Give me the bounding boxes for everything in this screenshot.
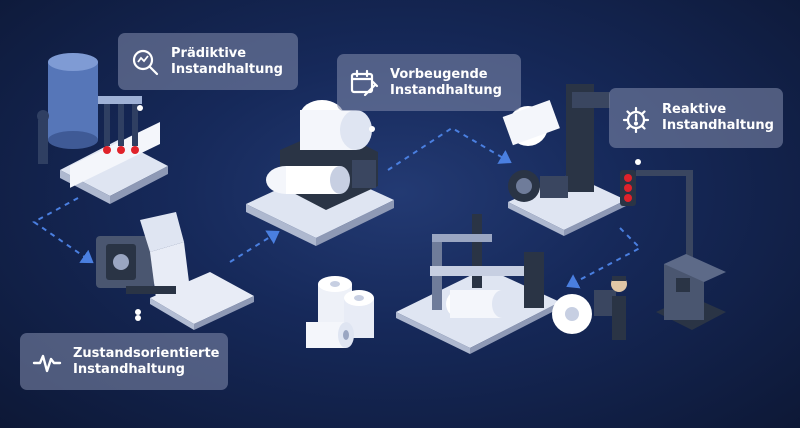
flow-arrows [32, 126, 642, 289]
callout-title: Prädiktive [171, 45, 247, 61]
rewinder-machine [396, 214, 560, 354]
operator-station [552, 276, 627, 340]
silo-machine [37, 53, 168, 204]
arrow-press-to-winder [387, 126, 512, 171]
calendar-wrench-icon [349, 68, 379, 98]
callout-subtitle: Instandhaltung [171, 61, 283, 77]
signal-tower [620, 159, 726, 330]
callout-condition-based-maintenance: Zustandsorientierte Instandhaltung [20, 333, 228, 390]
press-machine [246, 100, 394, 246]
callout-subtitle: Instandhaltung [662, 118, 774, 133]
gear-alert-icon [621, 103, 651, 133]
callout-predictive-maintenance: Prädiktive Instandhaltung [118, 33, 298, 90]
callout-title: Zustandsorientierte [73, 345, 220, 361]
shredder-machine [96, 212, 254, 330]
callout-reactive-maintenance: Reaktive Instandhaltung [609, 88, 783, 148]
pulse-wave-icon [32, 347, 62, 377]
callout-title: Reaktive [662, 102, 727, 117]
callout-subtitle: Instandhaltung [390, 82, 502, 98]
paper-rolls [306, 276, 374, 348]
callout-preventive-maintenance: Vorbeugende Instandhaltung [337, 54, 521, 111]
arrow-silo-to-shredder [32, 197, 94, 264]
callout-subtitle: Instandhaltung [73, 361, 185, 377]
predictive-analytics-icon [130, 47, 160, 77]
callout-title: Vorbeugende [390, 66, 488, 82]
condition-marker [135, 315, 141, 321]
arrow-winder-to-rewinder [566, 227, 642, 289]
winder-machine [502, 84, 626, 236]
arrow-shredder-to-press [229, 230, 280, 263]
